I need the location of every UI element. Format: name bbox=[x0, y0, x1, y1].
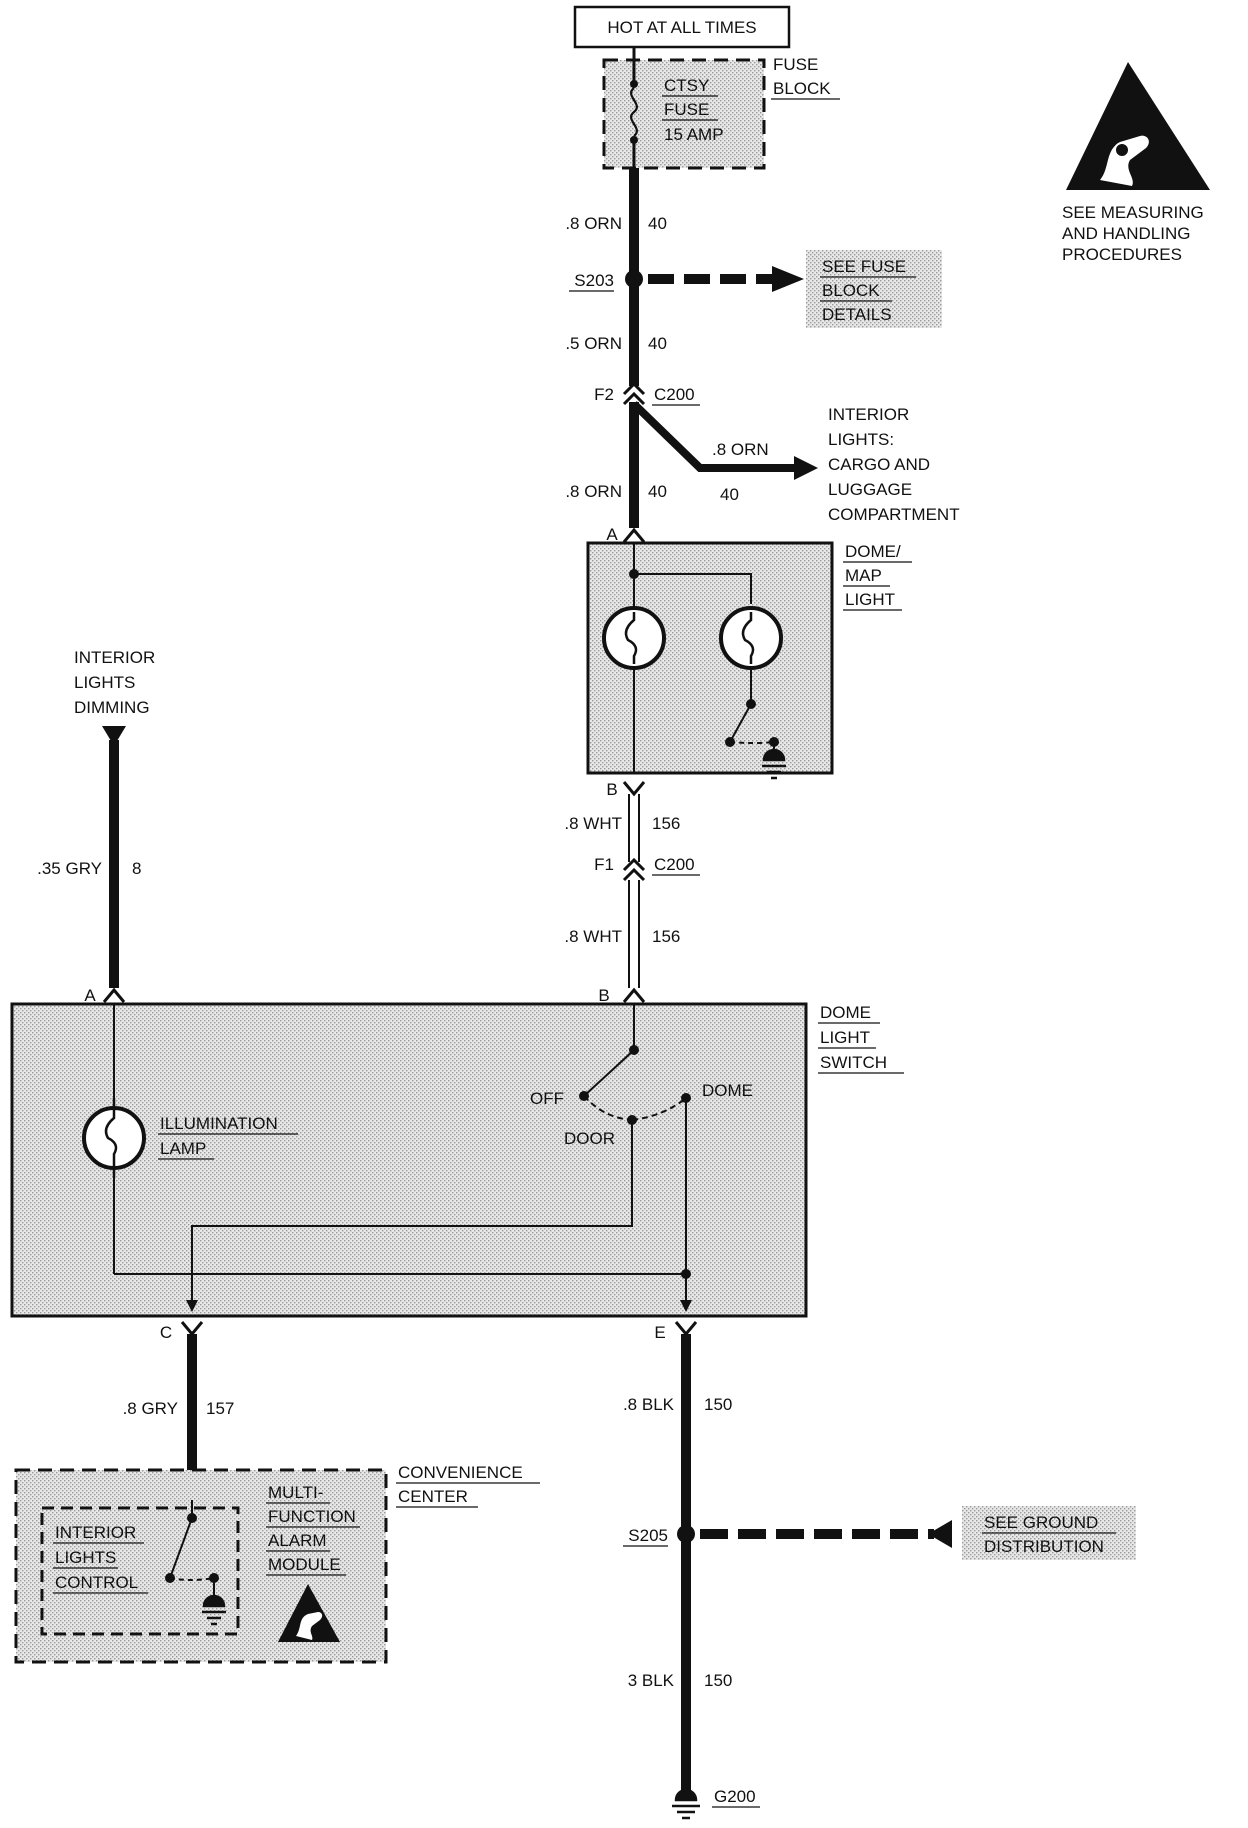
ground-g200-label: G200 bbox=[714, 1787, 756, 1806]
wire-w6-circuit: 8 bbox=[132, 859, 141, 878]
power-source-box bbox=[573, 5, 791, 49]
wire-w8-size: .8 BLK bbox=[623, 1395, 675, 1414]
dome-map-label-line1: DOME/ bbox=[845, 542, 901, 561]
convenience-label-line1: CONVENIENCE bbox=[398, 1463, 523, 1482]
connector-c200-bottom: C200 bbox=[654, 855, 695, 874]
wire-w7-circuit: 157 bbox=[206, 1399, 234, 1418]
control-label-line3: CONTROL bbox=[55, 1573, 138, 1592]
cargo-label-line4: LUGGAGE bbox=[828, 480, 912, 499]
dome-light-switch-box bbox=[10, 1002, 808, 1318]
esd-caption-line3: PROCEDURES bbox=[1062, 245, 1182, 264]
cargo-label-line2: LIGHTS: bbox=[828, 430, 894, 449]
wire-w1-circuit: 40 bbox=[648, 214, 667, 233]
connector-f1: F1 bbox=[594, 855, 614, 874]
g200-ground-icon bbox=[672, 1788, 700, 1820]
dome-map-conn-a: A bbox=[606, 525, 618, 544]
convenience-label-line2: CENTER bbox=[398, 1487, 468, 1506]
connector-f2: F2 bbox=[594, 385, 614, 404]
module-label-line3: ALARM bbox=[268, 1531, 327, 1550]
dimming-label-line2: LIGHTS bbox=[74, 673, 135, 692]
splice-s205 bbox=[677, 1525, 695, 1543]
s203-ref-line3: DETAILS bbox=[822, 305, 892, 324]
switch-conn-a: A bbox=[84, 986, 96, 1005]
wire-w5-circuit: 156 bbox=[652, 927, 680, 946]
wire-w1-size: .8 ORN bbox=[565, 214, 622, 233]
illumination-lamp-line2: LAMP bbox=[160, 1139, 206, 1158]
wire-w8-circuit: 150 bbox=[704, 1395, 732, 1414]
s205-ref-line1: SEE GROUND bbox=[984, 1513, 1098, 1532]
control-ground-icon bbox=[202, 1594, 226, 1626]
s205-arrow-icon bbox=[928, 1520, 952, 1548]
ground-symbol-icon bbox=[762, 748, 786, 780]
dome-map-label-line2: MAP bbox=[845, 566, 882, 585]
dome-map-conn-b: B bbox=[606, 780, 617, 799]
switch-conn-e: E bbox=[654, 1323, 665, 1342]
dome-switch-label-line2: LIGHT bbox=[820, 1028, 870, 1047]
fuse-rating: 15 AMP bbox=[664, 125, 724, 144]
wire-w6-size: .35 GRY bbox=[37, 859, 102, 878]
switch-position-door: DOOR bbox=[564, 1129, 615, 1148]
s203-ref-line2: BLOCK bbox=[822, 281, 880, 300]
fuse-block-title-line1: FUSE bbox=[773, 55, 818, 74]
s203-arrow-icon bbox=[772, 266, 804, 292]
wire-w9-size: 3 BLK bbox=[628, 1671, 675, 1690]
cargo-branch-wire bbox=[631, 401, 794, 472]
control-label-line1: INTERIOR bbox=[55, 1523, 136, 1542]
module-esd-icon bbox=[278, 1584, 340, 1642]
power-source-label: HOT AT ALL TIMES bbox=[607, 18, 756, 37]
connector-icon bbox=[622, 381, 646, 406]
splice-s205-label: S205 bbox=[628, 1526, 668, 1545]
esd-caption-line1: SEE MEASURING bbox=[1062, 203, 1204, 222]
wire-w2-size: .5 ORN bbox=[565, 334, 622, 353]
wire-w5-size: .8 WHT bbox=[564, 927, 622, 946]
wire-w4-size: .8 WHT bbox=[564, 814, 622, 833]
dimming-label-line1: INTERIOR bbox=[74, 648, 155, 667]
cargo-arrow-icon bbox=[794, 456, 818, 480]
cargo-label-line1: INTERIOR bbox=[828, 405, 909, 424]
module-label-line1: MULTI- bbox=[268, 1483, 323, 1502]
dome-map-label-line3: LIGHT bbox=[845, 590, 895, 609]
wire-w4-circuit: 156 bbox=[652, 814, 680, 833]
wire-w3-circuit: 40 bbox=[648, 482, 667, 501]
module-label-line4: MODULE bbox=[268, 1555, 341, 1574]
cargo-label-line5: COMPARTMENT bbox=[828, 505, 960, 524]
fuse-name-line1: CTSY bbox=[664, 76, 709, 95]
dome-lamp-icon bbox=[602, 606, 666, 670]
wire-w9-circuit: 150 bbox=[704, 1671, 732, 1690]
splice-s203 bbox=[625, 270, 643, 288]
wire-w2-circuit: 40 bbox=[648, 334, 667, 353]
dimming-label-line3: DIMMING bbox=[74, 698, 150, 717]
module-label-line2: FUNCTION bbox=[268, 1507, 356, 1526]
branch-circuit: 40 bbox=[720, 485, 739, 504]
dome-switch-label-line3: SWITCH bbox=[820, 1053, 887, 1072]
splice-s203-label: S203 bbox=[574, 271, 614, 290]
wire-w3-size: .8 ORN bbox=[565, 482, 622, 501]
s203-ref-box bbox=[806, 250, 942, 328]
control-label-line2: LIGHTS bbox=[55, 1548, 116, 1567]
s205-ref-line2: DISTRIBUTION bbox=[984, 1537, 1104, 1556]
fuse-icon bbox=[630, 47, 638, 168]
esd-caption-line2: AND HANDLING bbox=[1062, 224, 1190, 243]
illumination-lamp-icon bbox=[82, 1098, 146, 1178]
cargo-label-line3: CARGO AND bbox=[828, 455, 930, 474]
switch-conn-c: C bbox=[160, 1323, 172, 1342]
fuse-block-title-line2: BLOCK bbox=[773, 79, 831, 98]
switch-position-off: OFF bbox=[530, 1089, 564, 1108]
fuse-block-box bbox=[602, 58, 766, 170]
s203-ref-line1: SEE FUSE bbox=[822, 257, 906, 276]
dome-switch-label-line1: DOME bbox=[820, 1003, 871, 1022]
branch-size: .8 ORN bbox=[712, 440, 769, 459]
fuse-name-line2: FUSE bbox=[664, 100, 709, 119]
switch-position-dome: DOME bbox=[702, 1081, 753, 1100]
wire-w7-size: .8 GRY bbox=[123, 1399, 178, 1418]
connector-c200-top: C200 bbox=[654, 385, 695, 404]
switch-conn-b: B bbox=[598, 986, 609, 1005]
esd-warning-icon bbox=[1066, 62, 1210, 190]
illumination-lamp-line1: ILLUMINATION bbox=[160, 1114, 278, 1133]
map-lamp-icon bbox=[719, 606, 783, 670]
dimming-source-icon bbox=[102, 726, 126, 746]
